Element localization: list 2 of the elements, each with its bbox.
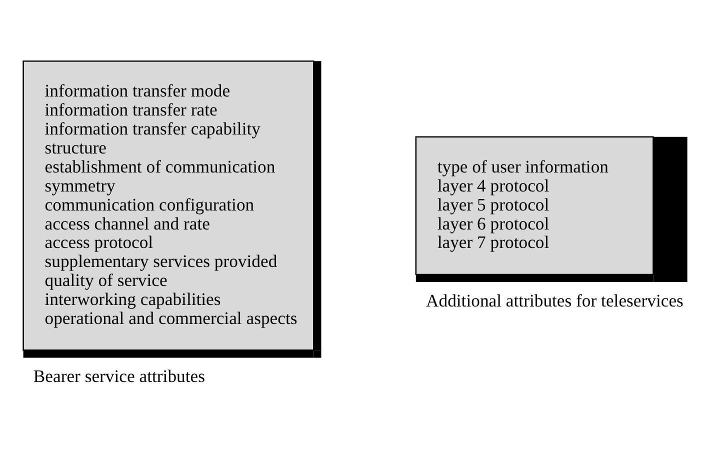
node-label: Additional attributes for teleservices <box>426 290 684 310</box>
node-label: Bearer service attributes <box>33 366 205 386</box>
